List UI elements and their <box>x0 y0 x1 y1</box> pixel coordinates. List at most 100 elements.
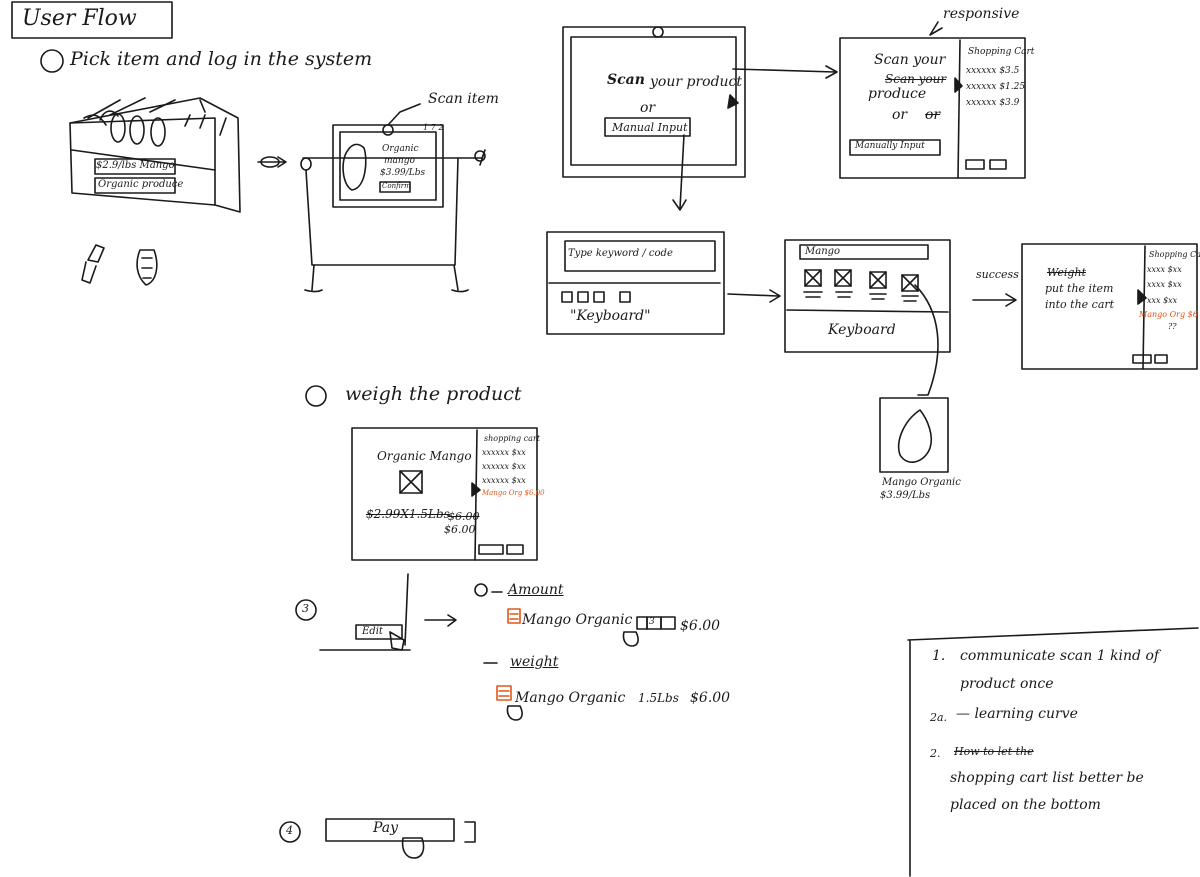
amount-section-title: Amount <box>508 582 564 598</box>
note-1-line1: communicate scan 1 kind of <box>960 648 1160 664</box>
weight-section-title: weight <box>510 654 559 670</box>
responsive-cart-item-2: xxxxxx $1.25 <box>966 82 1026 92</box>
weigh-cart-item-2: xxxxxx $xx <box>482 462 526 471</box>
success-cart-item-1: xxxx $xx <box>1147 265 1182 274</box>
results-search-query[interactable]: Mango <box>805 246 841 257</box>
tablet-scan-text: your product <box>650 74 743 90</box>
manual-keyboard-label: "Keyboard" <box>570 308 651 324</box>
responsive-or-strike: or <box>925 107 941 123</box>
note-1-line2: product once <box>960 676 1054 692</box>
weigh-cart-item-3: xxxxxx $xx <box>482 476 526 485</box>
product-card-sketch <box>879 397 949 473</box>
step-2-circle <box>305 385 327 407</box>
weight-list-icon <box>496 685 512 701</box>
arrow-manual-to-results <box>727 289 781 303</box>
responsive-scan-line1: Scan your <box>874 52 946 68</box>
result-thumbnails <box>803 269 919 302</box>
responsive-screen-sketch <box>839 21 1026 179</box>
responsive-cart-item-1: xxxxxx $3.5 <box>966 66 1020 76</box>
note-2a-text: — learning curve <box>956 706 1078 722</box>
responsive-cart-title: Shopping Cart <box>968 47 1035 57</box>
step-3-number: 3 <box>302 602 309 615</box>
success-cart-marks: ?? <box>1168 322 1177 331</box>
success-line1: put the item <box>1045 282 1114 295</box>
cart-product-line2: mango <box>384 156 415 166</box>
weigh-product-name: Organic Mango <box>377 449 472 463</box>
success-cart-item-2: xxxx $xx <box>1147 280 1182 289</box>
cart-device-sketch <box>300 103 486 293</box>
step-3-circle <box>295 599 317 621</box>
weight-row-quantity[interactable]: 1.5Lbs <box>638 691 679 705</box>
cart-confirm-button[interactable]: Confirm <box>382 182 411 190</box>
responsive-callout: responsive <box>943 6 1020 22</box>
pay-step-sketch <box>325 818 476 859</box>
weigh-cart-new-item: Mango Org $6.00 <box>482 489 545 497</box>
amount-quantity[interactable]: 3 <box>649 617 655 627</box>
success-cart-item-3: xxx $xx <box>1147 296 1178 305</box>
tablet-or: or <box>640 100 656 116</box>
success-screen-sketch <box>1021 243 1198 370</box>
pay-button[interactable]: Pay <box>373 820 399 836</box>
weigh-screen-sketch <box>351 427 538 561</box>
note-2-strike: How to let the <box>954 745 1034 758</box>
manual-search-input[interactable]: Type keyword / code <box>568 248 673 259</box>
tablet-scan-word: Scan <box>607 72 645 88</box>
scanner-icon <box>81 244 105 284</box>
step-1-label: Pick item and log in the system <box>70 48 373 70</box>
note-1-number: 1. <box>932 648 946 664</box>
amount-row-price: $6.00 <box>680 618 721 634</box>
step-2-label: weigh the product <box>345 383 522 405</box>
edit-step-sketch <box>319 573 503 664</box>
note-2a-number: 2a. <box>930 711 948 724</box>
weigh-strike-total: $6.00 <box>448 510 480 523</box>
responsive-scan-strike: Scan your <box>885 72 947 86</box>
diagram-title: User Flow <box>22 6 137 31</box>
success-flow-label: success <box>976 268 1019 281</box>
weight-row-price: $6.00 <box>690 690 731 706</box>
success-cart-new-item: Mango Org $6 <box>1139 310 1198 319</box>
responsive-scan-line2: produce <box>868 86 927 102</box>
amount-list-icon <box>507 608 521 624</box>
product-card-name: Mango Organic <box>882 477 961 488</box>
note-2-line1: shopping cart list better be <box>950 770 1144 786</box>
weight-row-product: Mango Organic <box>515 690 626 706</box>
cart-product-price: $3.99/Lbs <box>380 168 426 178</box>
arrow-tablet-to-responsive <box>732 65 838 79</box>
tablet-manual-input-button[interactable]: Manual Input <box>612 121 688 134</box>
product-card-price: $3.99/Lbs <box>880 490 931 501</box>
step-4-number: 4 <box>286 824 293 837</box>
phone-icon <box>136 249 158 286</box>
arrow-results-to-success <box>972 293 1017 307</box>
notes-panel-border <box>907 627 1199 877</box>
search-results-sketch <box>784 239 951 396</box>
step-1-circle <box>40 49 64 73</box>
responsive-manual-button[interactable]: Manually Input <box>855 141 925 151</box>
weigh-calc: $2.99X1.5Lbs <box>366 507 450 521</box>
note-2-line2: placed on the bottom <box>950 797 1101 813</box>
success-line2: into the cart <box>1045 298 1115 311</box>
step-4-circle <box>279 821 301 843</box>
shelf-tag-2: Organic produce <box>98 179 184 190</box>
amount-row-product: Mango Organic <box>522 612 633 628</box>
results-keyboard-label: Keyboard <box>828 322 896 338</box>
amount-stepper-sketch <box>506 616 676 721</box>
shelf-tag-1: $2.9/lbs Mango <box>96 160 175 171</box>
produce-shelf-sketch <box>69 97 241 213</box>
tablet-main-sketch <box>562 26 746 178</box>
weigh-total: $6.00 <box>444 523 476 536</box>
responsive-cart-item-3: xxxxxx $3.9 <box>966 98 1020 108</box>
title-box <box>11 1 173 39</box>
cart-product-line1: Organic <box>382 144 419 154</box>
cart-scan-callout: Scan item <box>428 91 499 107</box>
responsive-or: or <box>892 107 908 123</box>
arrow-tablet-to-manual <box>672 134 687 211</box>
cart-status: 1 7 2 <box>423 123 444 132</box>
weigh-cart-item-1: xxxxxx $xx <box>482 448 526 457</box>
arrow-shelf-to-cart <box>257 156 287 168</box>
success-line1-strike: Weight <box>1047 266 1086 279</box>
success-cart-title: Shopping Cart <box>1149 250 1200 259</box>
note-2-number: 2. <box>930 747 941 760</box>
edit-button[interactable]: Edit <box>362 626 383 637</box>
manual-input-sketch <box>546 231 725 335</box>
